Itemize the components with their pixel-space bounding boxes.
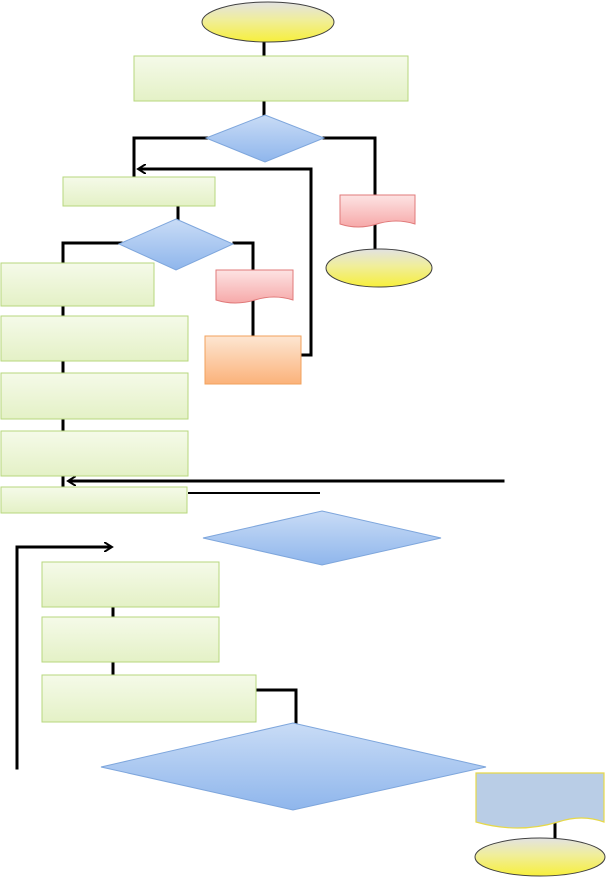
connector-bottom-loop [15, 547, 110, 770]
process-step-e [0, 486, 188, 514]
error-document-1 [339, 194, 416, 228]
error-document-2 [215, 269, 294, 304]
connector-lines [15, 40, 557, 840]
connector-decision-mid-right [232, 241, 255, 272]
process-step-h [41, 674, 257, 723]
connector-h-decision [254, 688, 298, 725]
end-terminal-1 [325, 248, 433, 288]
connector-loop-back [140, 169, 313, 357]
end-terminal-2 [474, 837, 606, 877]
process-step-g [41, 616, 220, 663]
process-loop [62, 176, 216, 207]
decision-top [204, 114, 326, 163]
decision-lower [202, 510, 442, 566]
connector-decision-top-right [322, 136, 377, 197]
process-step-a [0, 262, 155, 307]
decision-bottom [100, 722, 487, 811]
decision-mid [117, 218, 235, 271]
start-terminal [201, 1, 335, 43]
process-step-c [0, 372, 189, 420]
connector-decision-top-left [132, 136, 210, 179]
output-document [475, 772, 605, 829]
process-step-d [0, 430, 189, 477]
process-step-b [0, 315, 189, 362]
process-retry [204, 335, 302, 385]
process-step-f [41, 561, 220, 608]
connector-decision-mid-left [61, 241, 123, 265]
process-init [133, 55, 409, 102]
